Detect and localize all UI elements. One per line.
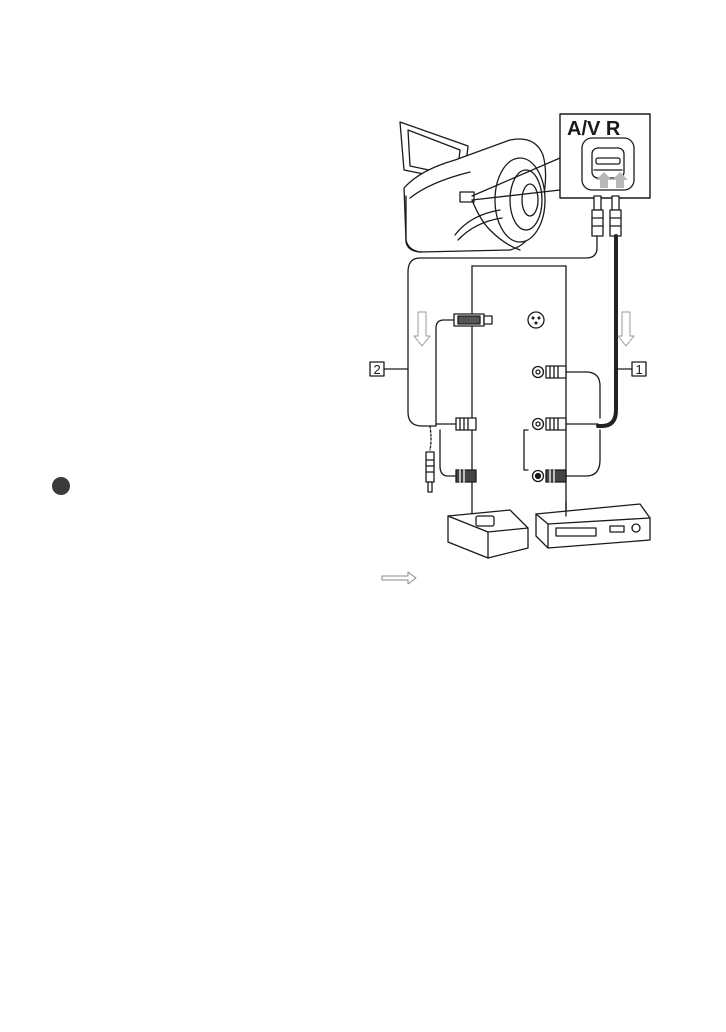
cable-2-number: 2 xyxy=(374,362,381,377)
step-bullet-icon xyxy=(52,477,70,495)
rca-plug-3-icon xyxy=(546,430,600,482)
camcorder-icon xyxy=(400,122,546,252)
rca-plug-4-icon xyxy=(436,418,476,430)
signal-arrow-icon xyxy=(414,312,634,346)
rca-plug-5-icon xyxy=(440,430,476,482)
connection-diagram: A/V R xyxy=(360,100,660,590)
rca-plug-1-icon xyxy=(546,366,600,418)
cable-1-number: 1 xyxy=(636,362,643,377)
cable-1-path xyxy=(598,236,616,426)
port-label: A/V R xyxy=(567,118,621,140)
vcr-icon xyxy=(536,504,650,548)
rca-plug-2-icon xyxy=(546,418,598,430)
multi-plug-icon xyxy=(592,196,621,236)
legend-arrow-icon xyxy=(382,572,416,584)
branch-plug-icon xyxy=(426,426,434,492)
dvd-writer-icon xyxy=(448,510,528,558)
s-video-plug-icon xyxy=(436,314,492,426)
